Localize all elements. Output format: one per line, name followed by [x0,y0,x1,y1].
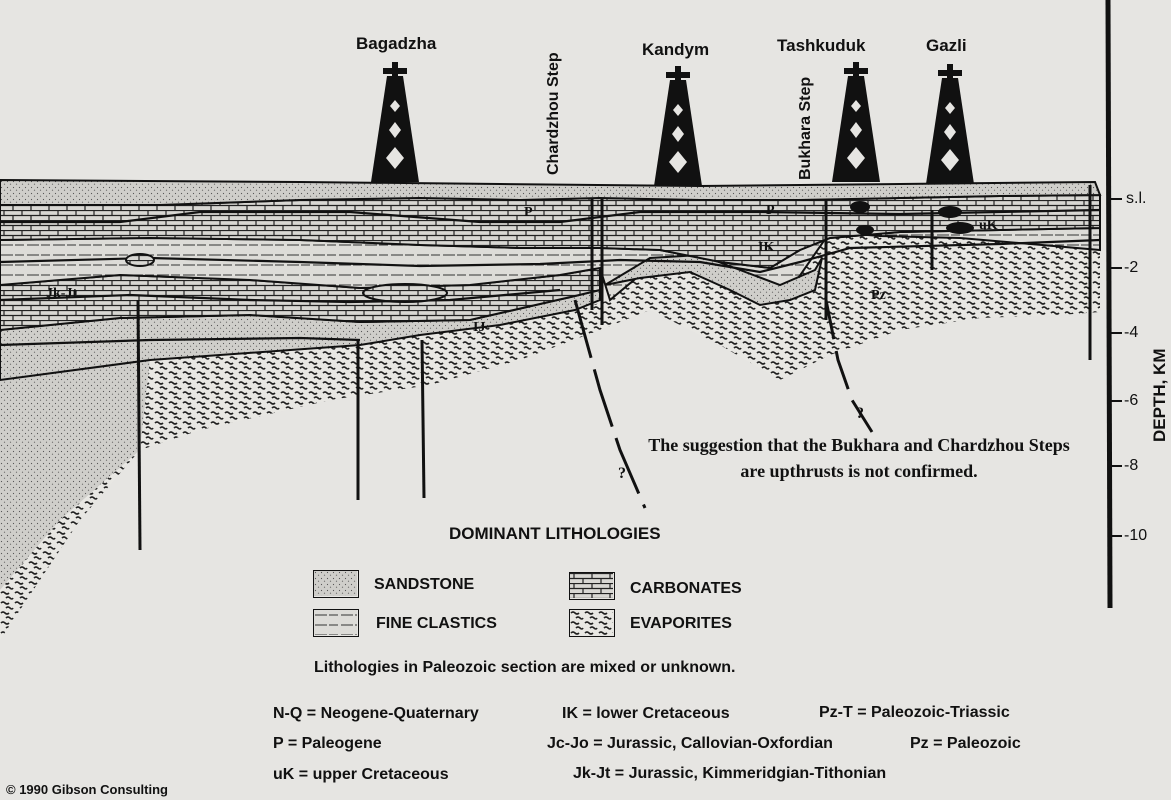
unit-label-uk: uK [979,218,998,233]
derrick-icon [926,64,974,184]
sandstone-swatch [313,570,359,598]
well-label-bagadzha: Bagadzha [356,34,437,53]
depth-tick-label: -8 [1124,457,1139,474]
well-label-tashkuduk: Tashkuduk [777,36,866,55]
unit-label-p: P [524,205,533,220]
gas-deposit-lens [946,222,974,234]
unit-label-jk-jt: Jk-Jt [46,286,78,301]
left-sandstone-wedge [0,360,150,590]
upthrust-note-line1: The suggestion that the Bukhara and Char… [648,435,1070,455]
paleozoic-mass [0,232,1100,590]
abbreviation-pz: Pz = Paleozoic [910,735,1021,752]
well-bore [136,299,142,551]
contact-line [0,208,1101,224]
depth-axis-line [1105,0,1113,609]
legend-label-sandstone: SANDSTONE [374,576,475,593]
upthrust-note: The suggestion that the Bukhara and Char… [614,432,1104,484]
unit-label-p: P [766,203,775,218]
step-label-chardzhou: Chardzhou Step [545,52,562,175]
well-label-kandym: Kandym [642,40,710,59]
abbreviation-uk: uK = upper Cretaceous [273,766,449,783]
unit-label-pz: Pz [871,288,886,303]
suggested-upthrust-line [824,299,874,433]
question-mark: ? [618,465,626,482]
depth-tick-label: -10 [1124,527,1148,544]
gas-deposit-lens [362,283,448,303]
depth-tick-label: -4 [1124,324,1139,341]
contact-line [0,336,361,347]
well-label-gazli: Gazli [926,36,967,55]
well-bore [420,339,426,499]
legend-label-evaporites: EVAPORITES [630,615,732,632]
depth-tick-label: s.l. [1126,190,1147,207]
abbreviation-nq: N-Q = Neogene-Quaternary [273,705,479,722]
fine-clastics-swatch [313,609,359,637]
upthrust-note-line2: are upthrusts is not confirmed. [740,461,978,481]
gas-deposit-lens [856,225,874,235]
contact-line [0,238,1101,274]
derrick-icon [371,62,419,182]
copyright-notice: © 1990 Gibson Consulting [6,782,168,797]
carbonates-swatch [569,572,615,600]
left-evaporite-band [0,345,360,640]
derrick-icon [654,66,702,186]
legend-footnote: Lithologies in Paleozoic section are mix… [314,659,736,676]
abbreviation-jkjt: Jk-Jt = Jurassic, Kimmeridgian-Tithonian [573,765,887,782]
depth-tick-label: -2 [1124,259,1139,276]
gas-deposit-lens [850,201,870,213]
gas-deposit-lens [125,253,155,267]
abbreviation-ik: IK = lower Cretaceous [562,705,730,722]
legend-title: DOMINANT LITHOLOGIES [449,524,661,543]
derrick-icon [832,62,880,182]
evaporites-swatch [569,609,615,637]
legend-label-fine-clastics: FINE CLASTICS [376,615,497,632]
unit-label-ij: IJ [473,320,486,335]
abbreviation-jcjo: Jc-Jo = Jurassic, Callovian-Oxfordian [547,735,833,752]
depth-axis-title: DEPTH, KM [1150,348,1169,443]
gas-deposit-lens [938,206,962,218]
suggested-upthrust-line [573,299,647,509]
abbreviation-pzt: Pz-T = Paleozoic-Triassic [819,704,1010,721]
unit-label-ik: IK [758,240,775,255]
question-mark: ? [856,405,864,422]
contact-line [0,288,561,304]
step-label-bukhara: Bukhara Step [797,76,814,180]
legend-label-carbonates: CARBONATES [630,580,742,597]
depth-tick-label: -6 [1124,392,1139,409]
abbreviation-p: P = Paleogene [273,735,382,752]
